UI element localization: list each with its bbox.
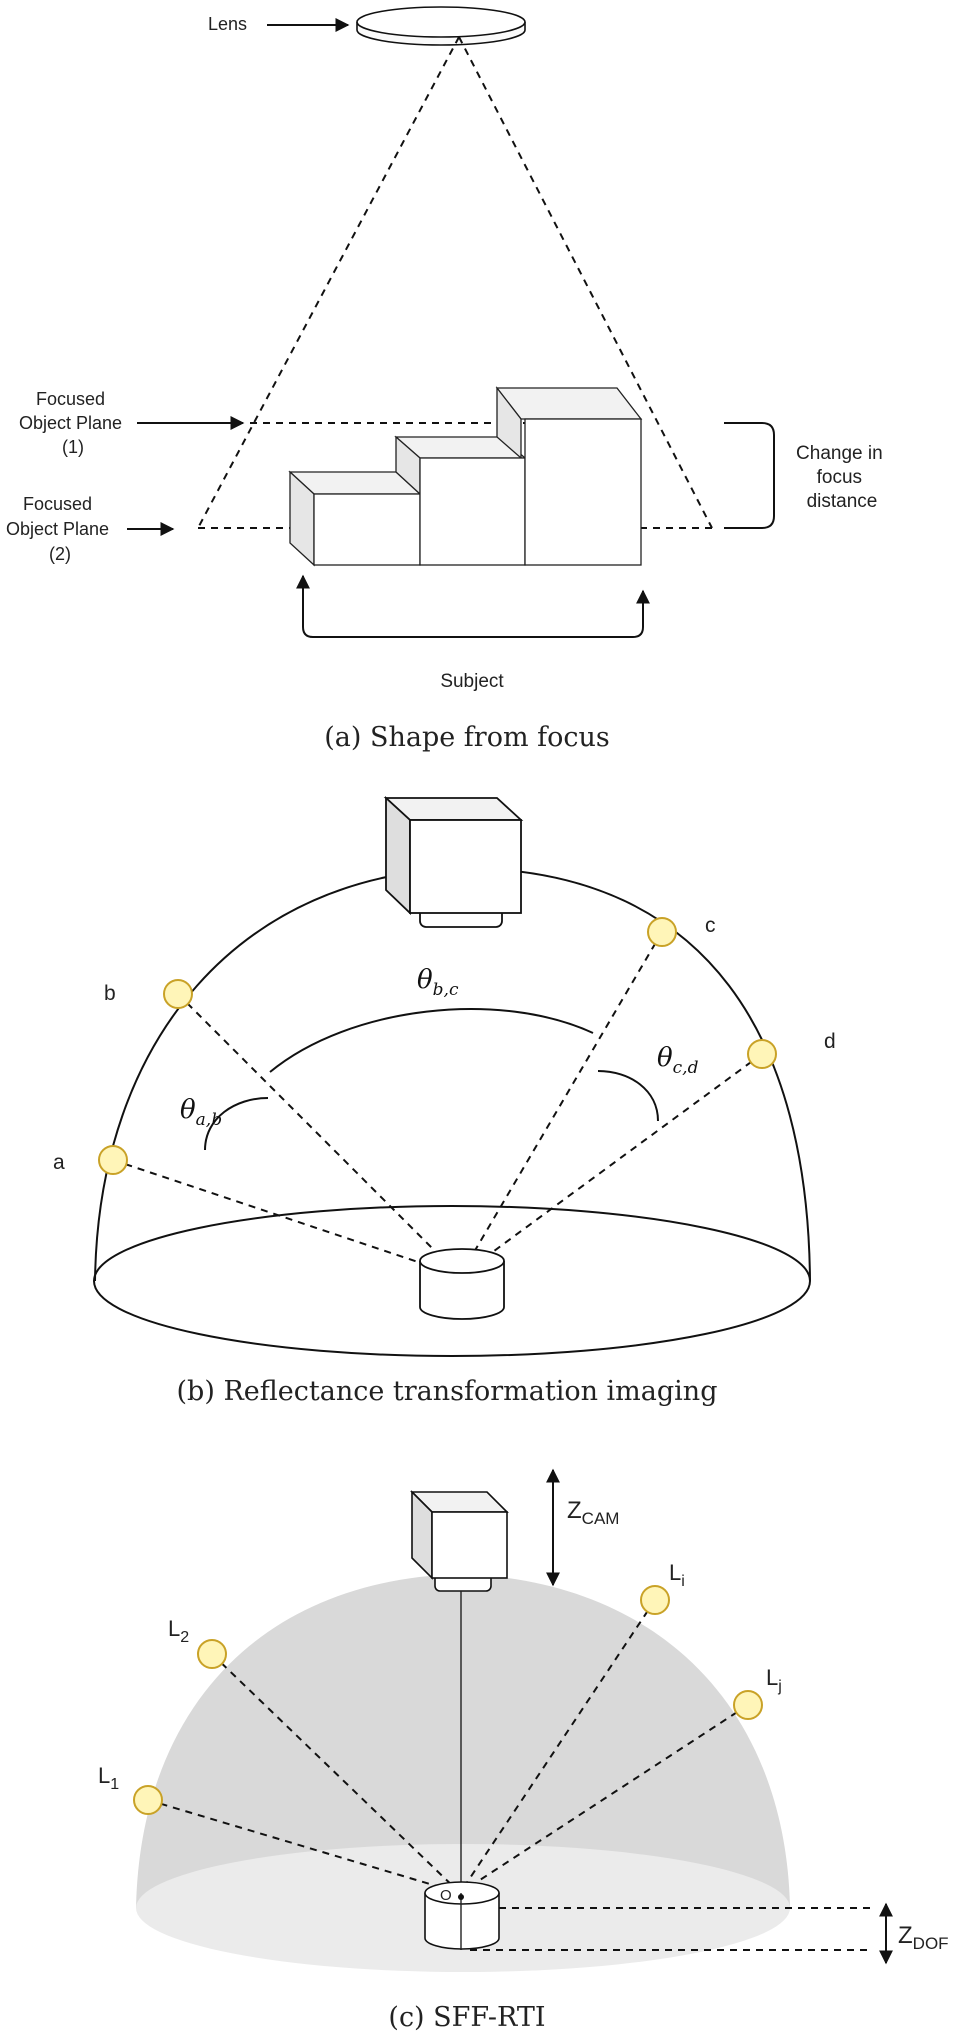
light-label-c: c [705,914,716,937]
angle-arc-bc [269,1008,594,1073]
light-source-b [163,979,193,1009]
light-source-li [640,1585,670,1615]
gray-dome [136,1574,790,1908]
panel-b-rti: θa,b θb,c θc,d a b c d (b) Reflectance t… [53,795,836,1407]
zdof-label: ZDOF [898,1922,949,1953]
ray-c [459,931,663,1277]
dome-outline [94,866,811,1282]
light-source-d [747,1039,777,1069]
dome-base [93,1205,811,1357]
caption-b: (b) Reflectance transformation imaging [177,1376,718,1407]
ray-lj [459,1704,749,1894]
light-label-l1: L1 [98,1763,119,1793]
focused-plane-2-label: Focused Object Plane (2) [6,494,114,564]
light-source-l1 [133,1785,163,1815]
focused-plane-1-label: Focused Object Plane (1) [19,389,127,457]
panel-c-sff-rti: ZCAM O ZDOF L1 L2 Li Lj (c) SFF-RTI [98,1468,949,2033]
change-in-focus-label: Change in focus distance [796,443,888,512]
zcam-label: ZCAM [567,1497,619,1528]
camera-icon-c [410,1490,509,1592]
light-label-a: a [53,1151,65,1174]
caption-c: (c) SFF-RTI [388,2002,545,2033]
light-source-a [98,1145,128,1175]
ray-b [177,993,461,1277]
object-cylinder-c [424,1881,500,1950]
cone-right-edge [458,36,713,529]
light-label-b: b [104,982,116,1005]
light-source-c [647,917,677,947]
origin-dot [458,1894,464,1900]
light-label-li: Li [669,1560,685,1590]
lens-label: Lens [208,14,247,34]
light-source-lj [733,1690,763,1720]
ray-d [459,1053,763,1277]
angle-label-cd: θc,d [657,1043,699,1078]
origin-label: O [440,1887,452,1904]
angle-arc-ab [204,1097,269,1151]
light-source-l2 [197,1639,227,1669]
light-label-l2: L2 [168,1616,189,1646]
light-label-d: d [824,1030,836,1053]
ray-l1 [147,1799,461,1894]
lens-icon [356,6,526,46]
object-cylinder [419,1248,505,1320]
camera-icon [383,795,524,928]
ray-l2 [211,1653,461,1894]
cone-left-edge [197,36,460,529]
focus-distance-bracket [724,422,775,529]
subject-label: Subject [440,671,504,692]
light-label-lj: Lj [766,1665,782,1695]
angle-label-ab: θa,b [180,1095,222,1130]
subject-blocks [288,386,643,567]
subject-bracket [302,577,644,638]
caption-a: (a) Shape from focus [324,722,610,753]
angle-label-bc: θb,c [417,965,459,1000]
ray-li [459,1599,656,1894]
ray-a [112,1159,461,1277]
panel-a-shape-from-focus: Lens Focused Object Plane ( [6,6,888,753]
angle-arc-cd [597,1070,659,1122]
